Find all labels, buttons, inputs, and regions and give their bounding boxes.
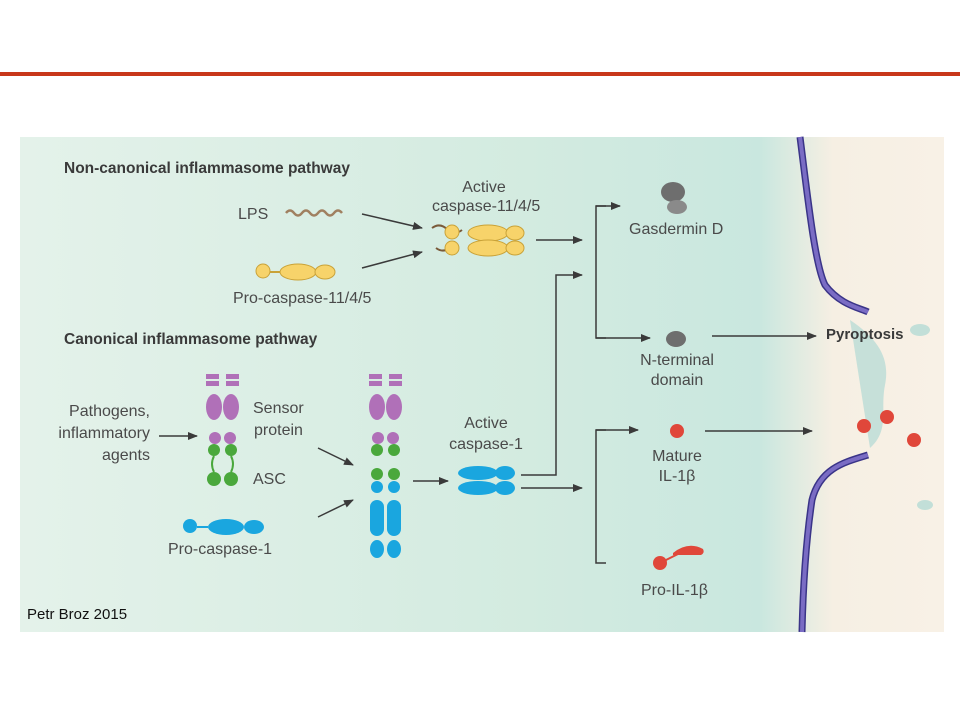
title-rule	[0, 72, 960, 76]
pathogens-label-3: agents	[101, 447, 150, 464]
active-caspase-1-label-2: caspase-1	[449, 436, 523, 453]
pro-caspase-11-protein	[255, 263, 336, 281]
mature-il1b-label-2: IL-1β	[658, 468, 696, 485]
pro-caspase-1-label: Pro-caspase-1	[168, 541, 273, 558]
pyroptosis-label: Pyroptosis	[826, 326, 904, 343]
credit-text: Petr Broz 2015	[27, 606, 128, 623]
active-caspase-1-protein	[458, 466, 515, 495]
arrow-procasp11	[361, 250, 423, 269]
branch-il1b	[595, 429, 606, 564]
active-caspase-11-label-1: Active	[462, 179, 506, 196]
membrane-pore	[850, 320, 887, 448]
arrow-sensor-assembly	[317, 447, 354, 466]
sensor-asc-complex	[206, 374, 239, 486]
arrow-casp1-to-gasdermin	[521, 271, 583, 476]
secreted-il1b-dot	[857, 419, 871, 433]
lps-label: LPS	[238, 206, 269, 223]
gasdermin-d-protein	[661, 182, 687, 214]
mature-il1b-dot	[670, 424, 684, 438]
arrow-procasp1-assembly	[317, 499, 354, 518]
mature-il1b-label-1: Mature	[652, 448, 702, 465]
active-caspase-11-complex	[431, 224, 525, 257]
pro-il1b-label: Pro-IL-1β	[641, 582, 708, 599]
active-caspase-11-label-2: caspase-11/4/5	[432, 198, 541, 215]
pathogens-label-1: Pathogens,	[69, 403, 150, 420]
secreted-il1b-dot	[907, 433, 921, 447]
pro-caspase-1-protein	[183, 519, 264, 535]
assembled-inflammasome	[369, 374, 402, 558]
asc-label: ASC	[253, 471, 286, 488]
n-terminal-label-2: domain	[650, 372, 704, 389]
active-caspase-1-label-1: Active	[464, 415, 508, 432]
sensor-label-2: protein	[254, 422, 303, 439]
diagram-panel	[20, 137, 944, 632]
cell-membrane-lower	[798, 451, 870, 633]
pro-caspase-11-label: Pro-caspase-11/4/5	[233, 290, 372, 307]
secreted-il1b-dot	[880, 410, 894, 424]
lps-squiggle	[285, 209, 343, 217]
gasdermin-d-label: Gasdermin D	[629, 221, 724, 238]
pro-il1b-protein	[653, 545, 704, 570]
branch-gasdermin	[595, 205, 606, 339]
non-canonical-title: Non-canonical inflammasome pathway	[64, 160, 350, 177]
sensor-label-1: Sensor	[253, 400, 304, 417]
n-terminal-label-1: N-terminal	[640, 352, 714, 369]
n-terminal-domain-shape	[666, 331, 686, 347]
canonical-title: Canonical inflammasome pathway	[64, 331, 318, 348]
arrow-lps	[361, 213, 423, 230]
pathogens-label-2: inflammatory	[58, 425, 150, 442]
